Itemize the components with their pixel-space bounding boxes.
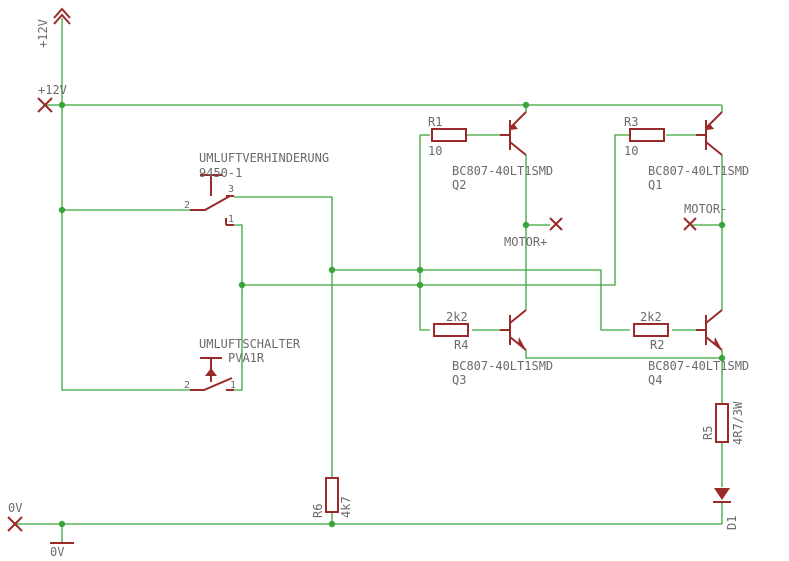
motor-minus-label: MOTOR- xyxy=(684,202,727,216)
junction-dot xyxy=(238,281,246,289)
r3-value: 10 xyxy=(624,144,638,158)
motor-plus-terminal: MOTOR+ xyxy=(504,217,563,249)
q2-name: Q2 xyxy=(452,178,466,192)
resistor-r5: R5 4R7/3W xyxy=(701,401,745,445)
junction-dot xyxy=(328,266,336,274)
r2-name: R2 xyxy=(650,338,664,352)
junction-dot xyxy=(58,101,66,109)
junction-dot xyxy=(718,221,726,229)
s1-pin-2: 2 xyxy=(184,200,190,211)
s2-name-label: UMLUFTSCHALTER xyxy=(199,337,301,351)
r5-name: R5 xyxy=(701,426,715,440)
s1-pin-1: 1 xyxy=(228,214,234,225)
r2-value: 2k2 xyxy=(640,310,662,324)
junction-dot xyxy=(58,206,66,214)
q1-type: BC807-40LT1SMD xyxy=(648,164,749,178)
s2-pin-1: 1 xyxy=(230,380,236,391)
d1-name: D1 xyxy=(725,516,739,530)
r4-name: R4 xyxy=(454,338,468,352)
r4-value: 2k2 xyxy=(446,310,468,324)
resistor-r3: R3 10 xyxy=(624,115,665,158)
rail-12v-marker: +12V xyxy=(37,83,67,113)
resistor-r6: R6 4k7 xyxy=(311,477,353,518)
junction-dot xyxy=(522,101,530,109)
r6-name: R6 xyxy=(311,504,325,518)
q2-type: BC807-40LT1SMD xyxy=(452,164,553,178)
s1-value-label: 9450-1 xyxy=(199,166,242,180)
junction-dot xyxy=(522,221,530,229)
r3-name: R3 xyxy=(624,115,638,129)
q4-type: BC807-40LT1SMD xyxy=(648,359,749,373)
supply-12v-symbol: +12V xyxy=(36,7,71,48)
s1-name-label: UMLUFTVERHINDERUNG xyxy=(199,151,329,165)
rail-0v-marker: 0V xyxy=(7,501,23,532)
resistor-r2: 2k2 R2 xyxy=(633,310,669,352)
junctions xyxy=(58,101,726,528)
junction-dot xyxy=(416,266,424,274)
transistor-q2: BC807-40LT1SMD Q2 xyxy=(452,111,553,192)
r5-value: 4R7/3W xyxy=(731,401,745,445)
supply-top-label: +12V xyxy=(36,19,50,48)
transistor-q3: BC807-40LT1SMD Q3 xyxy=(452,309,553,387)
s1-pin-3: 3 xyxy=(228,184,234,195)
ground-symbol: 0V xyxy=(50,542,74,559)
r1-name: R1 xyxy=(428,115,442,129)
junction-dot xyxy=(328,520,336,528)
q1-name: Q1 xyxy=(648,178,662,192)
resistor-r4: 2k2 R4 xyxy=(433,310,469,352)
wires xyxy=(15,18,723,543)
ground-label: 0V xyxy=(50,545,64,559)
junction-dot xyxy=(718,354,726,362)
r1-value: 10 xyxy=(428,144,442,158)
junction-dot xyxy=(416,281,424,289)
r6-value: 4k7 xyxy=(339,496,353,518)
switch-umluftverhinderung: UMLUFTVERHINDERUNG 9450-1 2 3 1 xyxy=(184,151,329,226)
junction-dot xyxy=(58,520,66,528)
switch-umluftschalter: UMLUFTSCHALTER PVA1R 2 1 xyxy=(184,337,301,391)
diode-d1: D1 xyxy=(713,488,739,530)
s2-value-label: PVA1R xyxy=(228,351,265,365)
rail-12v-label: +12V xyxy=(38,83,67,97)
motor-plus-label: MOTOR+ xyxy=(504,235,547,249)
resistor-r1: R1 10 xyxy=(428,115,467,158)
s2-pin-2: 2 xyxy=(184,380,190,391)
q3-name: Q3 xyxy=(452,373,466,387)
transistor-q4: BC807-40LT1SMD Q4 xyxy=(648,309,749,387)
rail-0v-label: 0V xyxy=(8,501,22,515)
q4-name: Q4 xyxy=(648,373,662,387)
motor-minus-terminal: MOTOR- xyxy=(683,202,727,231)
transistor-q1: BC807-40LT1SMD Q1 xyxy=(648,111,749,192)
q3-type: BC807-40LT1SMD xyxy=(452,359,553,373)
